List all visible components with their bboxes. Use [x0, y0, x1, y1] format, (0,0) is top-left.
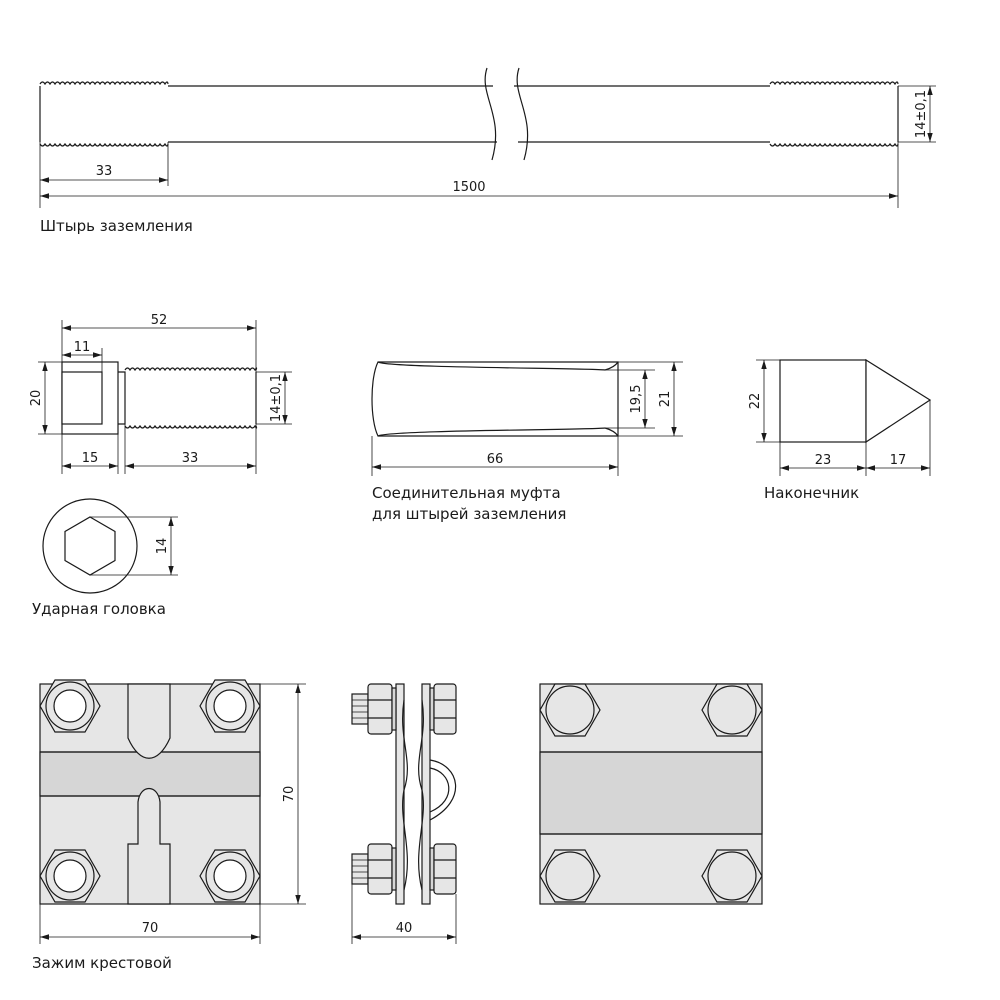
head-dim-height: 20	[29, 390, 44, 407]
clamp-bolt-head	[539, 849, 601, 903]
clamp-nut-with-bolt	[199, 679, 261, 733]
rod-thread-left-top	[39, 81, 169, 86]
strike-head	[61, 361, 258, 435]
clamp-nut-with-bolt	[199, 849, 261, 903]
clamp-dim-height: 70	[282, 786, 297, 803]
rod-dimensions: 33 1500 14±0,1	[39, 85, 936, 208]
head-dim-cap-inner: 11	[74, 340, 91, 355]
coupling-dimensions: 19,5 21 66	[371, 361, 683, 476]
cross-clamp-back	[539, 683, 763, 905]
rod-dim-thread: 33	[96, 164, 113, 179]
tip-dim-height: 22	[748, 393, 763, 410]
rod-dim-length: 1500	[452, 180, 485, 195]
head-thread-bottom	[124, 424, 258, 429]
tip-dim-body: 23	[815, 453, 832, 468]
coupling-dim-length: 66	[487, 452, 504, 467]
head-dim-diameter: 14±0,1	[269, 374, 284, 422]
coupling-caption-line1: Соединительная муфта	[372, 484, 561, 502]
clamp-bolt-head	[701, 683, 763, 737]
coupling-dim-outer: 21	[658, 391, 673, 408]
head-dim-hex: 14	[155, 538, 170, 555]
strike-head-end-view: 14	[42, 498, 178, 594]
head-caption: Ударная головка	[32, 600, 166, 618]
cross-clamp-side	[351, 683, 457, 905]
head-dim-total: 52	[151, 313, 168, 328]
tip-dimensions: 22 23 17	[748, 359, 931, 476]
clamp-nut-with-bolt	[39, 849, 101, 903]
rod-break-line	[516, 67, 529, 161]
cross-clamp-front	[39, 679, 261, 905]
cross-clamp-side-dimensions: 40	[351, 884, 457, 944]
strike-head-dimensions: 52 11 20 15 33 14±0,1	[29, 313, 292, 474]
coupling-dim-inner: 19,5	[629, 385, 644, 414]
rod-dim-diameter: 14±0,1	[914, 90, 929, 138]
tip	[779, 358, 932, 444]
clamp-bolt-head	[701, 849, 763, 903]
head-dim-thread: 33	[182, 451, 199, 466]
clamp-bolt-head	[539, 683, 601, 737]
cross-clamp-front-dimensions: 70 70	[39, 683, 306, 944]
rod-thread-right-top	[769, 81, 899, 86]
head-thread-top	[124, 367, 258, 372]
clamp-dim-side: 40	[396, 921, 413, 936]
clamp-dim-width: 70	[142, 921, 159, 936]
rod-break-line	[484, 67, 497, 161]
head-dim-cap: 15	[82, 451, 99, 466]
coupling-caption-line2: для штырей заземления	[372, 505, 566, 523]
tip-dim-cone: 17	[890, 453, 907, 468]
clamp-caption: Зажим крестовой	[32, 954, 172, 972]
rod-caption: Штырь заземления	[40, 217, 193, 235]
rod-thread-right-bottom	[769, 142, 899, 147]
clamp-nut-with-bolt	[39, 679, 101, 733]
rod-thread-left-bottom	[39, 142, 169, 147]
tip-caption: Наконечник	[764, 484, 859, 502]
grounding-rod	[39, 67, 899, 161]
coupling	[371, 361, 619, 437]
